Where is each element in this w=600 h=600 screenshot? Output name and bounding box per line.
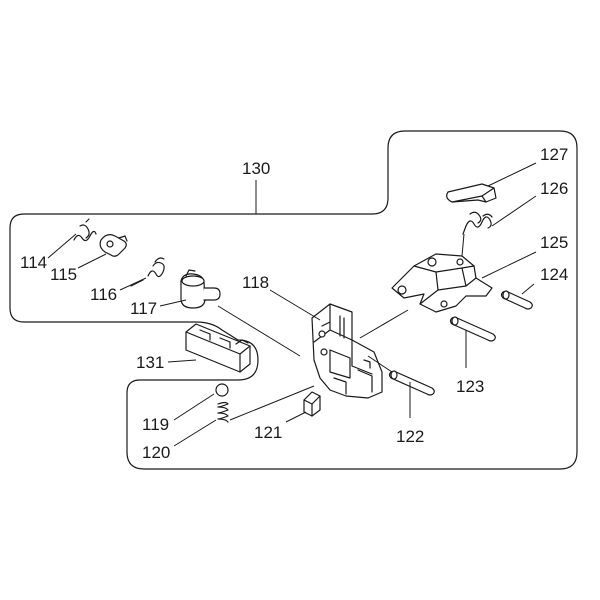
callout-114: 114 xyxy=(20,253,47,272)
leader-117 xyxy=(159,299,187,307)
leader-120 xyxy=(173,419,217,447)
guide-line-117-118 xyxy=(217,305,301,357)
part-126-spring xyxy=(462,211,493,235)
callout-130: 130 xyxy=(242,159,270,178)
assembly-group-boundary xyxy=(9,130,578,470)
part-114-spring xyxy=(73,218,97,242)
callout-117: 117 xyxy=(130,299,157,318)
part-116-torsion-spring xyxy=(130,257,165,287)
leader-119 xyxy=(173,393,215,421)
leader-114 xyxy=(47,233,77,259)
callout-122: 122 xyxy=(396,427,424,446)
part-118-housing xyxy=(311,303,383,399)
part-131-slide-bar xyxy=(185,323,251,373)
callout-119: 119 xyxy=(142,415,169,434)
leader-126 xyxy=(491,195,537,227)
callout-126: 126 xyxy=(540,179,568,198)
callout-123: 123 xyxy=(456,377,484,396)
callout-131: 131 xyxy=(136,353,164,372)
leader-124 xyxy=(521,283,535,295)
guide-line-118-125 xyxy=(359,309,409,339)
part-122-pin xyxy=(388,370,435,396)
leader-121 xyxy=(285,411,307,423)
part-117-cam xyxy=(180,269,221,309)
part-119-ball xyxy=(215,383,229,397)
leader-118 xyxy=(269,289,321,321)
leader-116 xyxy=(119,277,147,291)
callout-121: 121 xyxy=(254,423,282,442)
callout-116: 116 xyxy=(90,285,117,304)
guide-line-126-125 xyxy=(461,233,465,257)
part-123-pin xyxy=(449,316,496,342)
part-121-latch xyxy=(303,391,321,417)
guide-line-120-118 xyxy=(229,385,315,421)
leader-115 xyxy=(77,253,107,269)
leader-131 xyxy=(167,359,197,363)
part-124-short-pin xyxy=(500,290,533,310)
leader-127 xyxy=(487,162,537,187)
part-125-bracket xyxy=(391,253,493,313)
callout-127: 127 xyxy=(540,145,568,164)
callout-120: 120 xyxy=(142,443,170,462)
part-120-coil-spring xyxy=(217,401,229,423)
callout-125: 125 xyxy=(540,233,568,252)
callout-115: 115 xyxy=(50,265,77,284)
guide-line-118-122 xyxy=(367,355,393,373)
leader-125 xyxy=(481,251,537,279)
callout-124: 124 xyxy=(540,265,568,284)
part-115-clip xyxy=(99,234,128,257)
callout-118: 118 xyxy=(242,273,269,292)
part-127-lever xyxy=(446,183,497,203)
